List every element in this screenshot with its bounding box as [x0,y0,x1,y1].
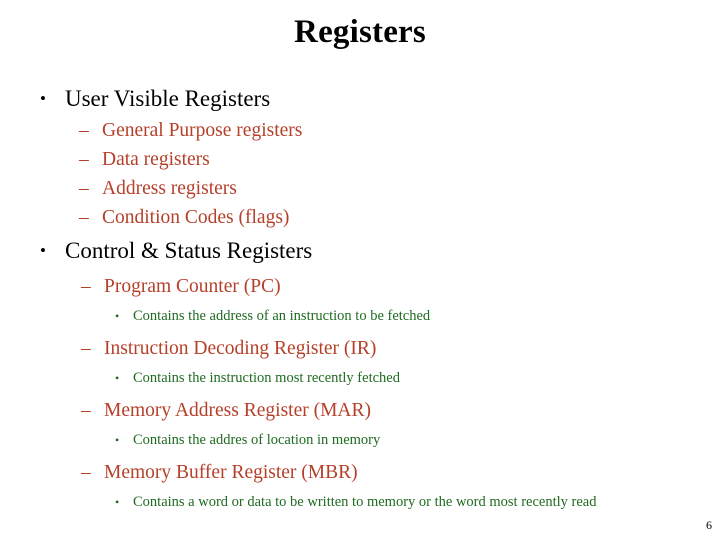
bullet-label: Contains the addres of location in memor… [133,432,381,448]
bullet-label: Contains the instruction most recently f… [133,370,400,386]
bullet-marker-level3: • [115,495,120,509]
bullet-label: Contains a word or data to be written to… [133,494,597,510]
bullet-label: User Visible Registers [65,86,271,111]
slide-body: • User Visible Registers – General Purpo… [0,84,720,513]
bullet-marker-level2: – [79,120,89,141]
bullet-label: Address registers [102,178,237,199]
spacer [0,327,720,334]
bullet-level2-memory-buffer-register: – Memory Buffer Register (MBR) [0,458,720,487]
bullet-level2-instruction-decoding-register: – Instruction Decoding Register (IR) [0,334,720,363]
bullet-marker-level3: • [115,433,120,447]
bullet-label: Memory Buffer Register (MBR) [104,462,358,483]
bullet-label: Memory Address Register (MAR) [104,400,372,421]
bullet-level1-control-status-registers: • Control & Status Registers [0,236,720,266]
bullet-marker-level2: – [79,207,89,228]
bullet-level2-general-purpose-registers: – General Purpose registers [0,116,720,145]
bullet-marker-level3: • [115,371,120,385]
bullet-marker-level2: – [81,400,91,421]
bullet-label: General Purpose registers [102,120,303,141]
bullet-marker-level2: – [81,338,91,359]
bullet-label: Instruction Decoding Register (IR) [104,338,377,359]
bullet-label: Control & Status Registers [65,238,313,263]
bullet-marker-level2: – [79,178,89,199]
bullet-level3-program-counter-desc: • Contains the address of an instruction… [0,305,720,327]
bullet-level1-user-visible-registers: • User Visible Registers [0,84,720,114]
bullet-label: Condition Codes (flags) [102,207,290,228]
bullet-marker-level2: – [81,462,91,483]
bullet-level3-memory-buffer-register-desc: • Contains a word or data to be written … [0,491,720,513]
bullet-level2-address-registers: – Address registers [0,174,720,203]
page-number: 6 [706,518,712,532]
bullet-label: Program Counter (PC) [104,276,281,297]
bullet-marker-level2: – [79,149,89,170]
bullet-level2-data-registers: – Data registers [0,145,720,174]
bullet-level2-program-counter: – Program Counter (PC) [0,272,720,301]
bullet-level2-memory-address-register: – Memory Address Register (MAR) [0,396,720,425]
bullet-level2-condition-codes: – Condition Codes (flags) [0,203,720,232]
slide-title: Registers [294,14,426,50]
bullet-marker-level1: • [40,241,46,260]
spacer [0,389,720,396]
spacer [0,451,720,458]
bullet-level3-memory-address-register-desc: • Contains the addres of location in mem… [0,429,720,451]
bullet-label: Data registers [102,149,210,170]
bullet-marker-level2: – [81,276,91,297]
bullet-label: Contains the address of an instruction t… [133,308,431,324]
bullet-marker-level3: • [115,309,120,323]
bullet-level3-instruction-decoding-register-desc: • Contains the instruction most recently… [0,367,720,389]
bullet-marker-level1: • [40,89,46,108]
